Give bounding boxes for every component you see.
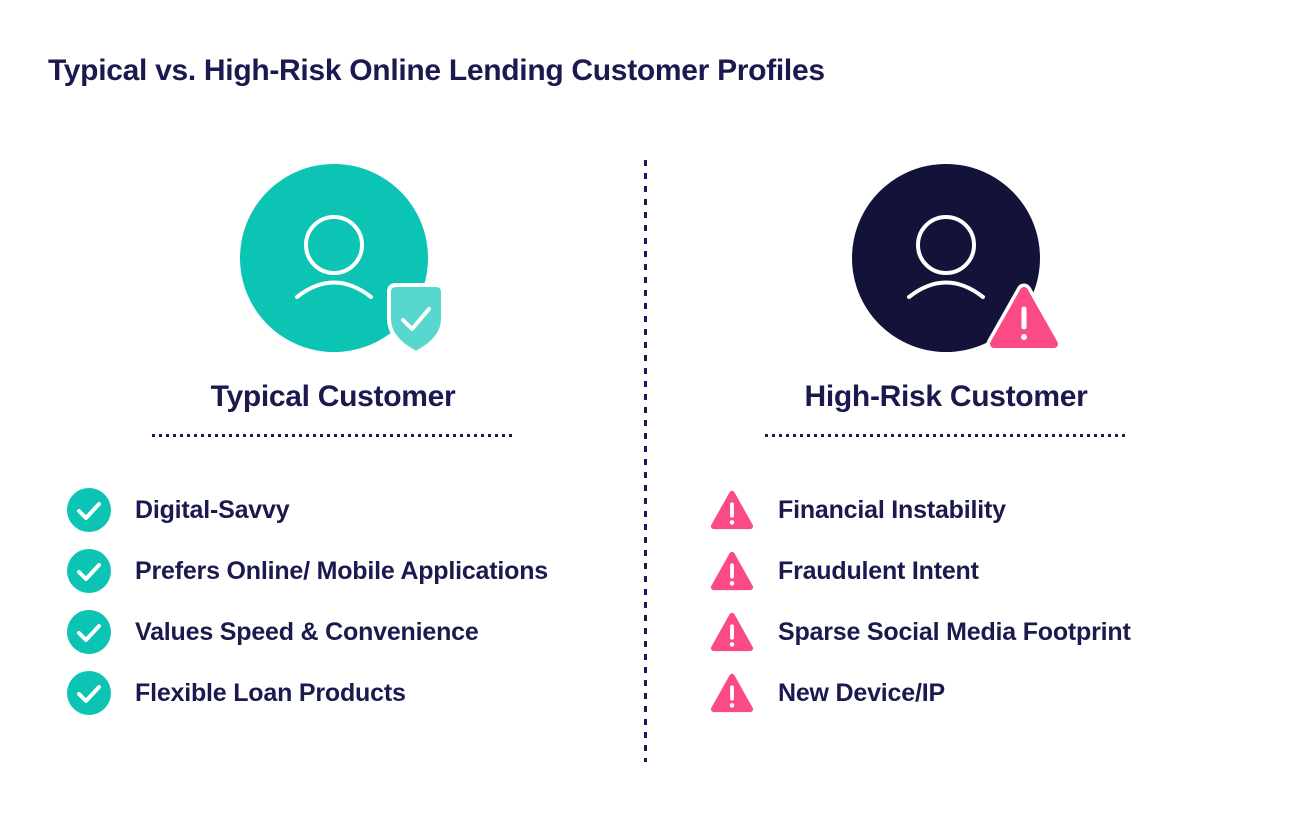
warning-triangle-icon: [985, 282, 1063, 356]
typical-customer-avatar: [240, 164, 445, 355]
trait-label: Prefers Online/ Mobile Applications: [135, 556, 548, 585]
check-circle-icon: [67, 488, 111, 532]
dotted-separator: [765, 434, 1128, 437]
trait-row: Financial Instability: [710, 488, 1131, 532]
check-circle-icon: [67, 671, 111, 715]
person-icon: [907, 215, 985, 299]
warning-triangle-icon: [710, 671, 754, 715]
trait-label: Financial Instability: [778, 495, 1006, 524]
trait-row: Values Speed & Convenience: [67, 610, 548, 654]
column-divider: [644, 160, 647, 762]
check-circle-icon: [67, 610, 111, 654]
check-circle-icon: [67, 549, 111, 593]
trait-row: Fraudulent Intent: [710, 549, 1131, 593]
page-title: Typical vs. High-Risk Online Lending Cus…: [48, 54, 825, 87]
typical-trait-list: Digital-Savvy Prefers Online/ Mobile App…: [67, 488, 548, 732]
trait-label: Fraudulent Intent: [778, 556, 979, 585]
warning-triangle-icon: [710, 549, 754, 593]
trait-row: Sparse Social Media Footprint: [710, 610, 1131, 654]
warning-triangle-icon: [710, 610, 754, 654]
high-risk-customer-heading: High-Risk Customer: [804, 380, 1088, 413]
trait-label: Sparse Social Media Footprint: [778, 617, 1131, 646]
trait-label: Digital-Savvy: [135, 495, 290, 524]
high-risk-customer-column: High-Risk Customer Financial Instability: [661, 0, 1231, 822]
trait-row: New Device/IP: [710, 671, 1131, 715]
trait-label: Values Speed & Convenience: [135, 617, 479, 646]
trait-label: New Device/IP: [778, 678, 945, 707]
person-icon: [295, 215, 373, 299]
trait-row: Prefers Online/ Mobile Applications: [67, 549, 548, 593]
high-risk-customer-avatar: [852, 164, 1062, 352]
high-risk-trait-list: Financial Instability Fraudulent Intent: [710, 488, 1131, 732]
warning-triangle-icon: [710, 488, 754, 532]
trait-row: Flexible Loan Products: [67, 671, 548, 715]
dotted-separator: [152, 434, 516, 437]
shield-check-icon: [385, 281, 447, 357]
trait-label: Flexible Loan Products: [135, 678, 406, 707]
trait-row: Digital-Savvy: [67, 488, 548, 532]
typical-customer-heading: Typical Customer: [210, 380, 456, 413]
typical-customer-column: Typical Customer Digital-Savvy Prefers O…: [48, 0, 618, 822]
